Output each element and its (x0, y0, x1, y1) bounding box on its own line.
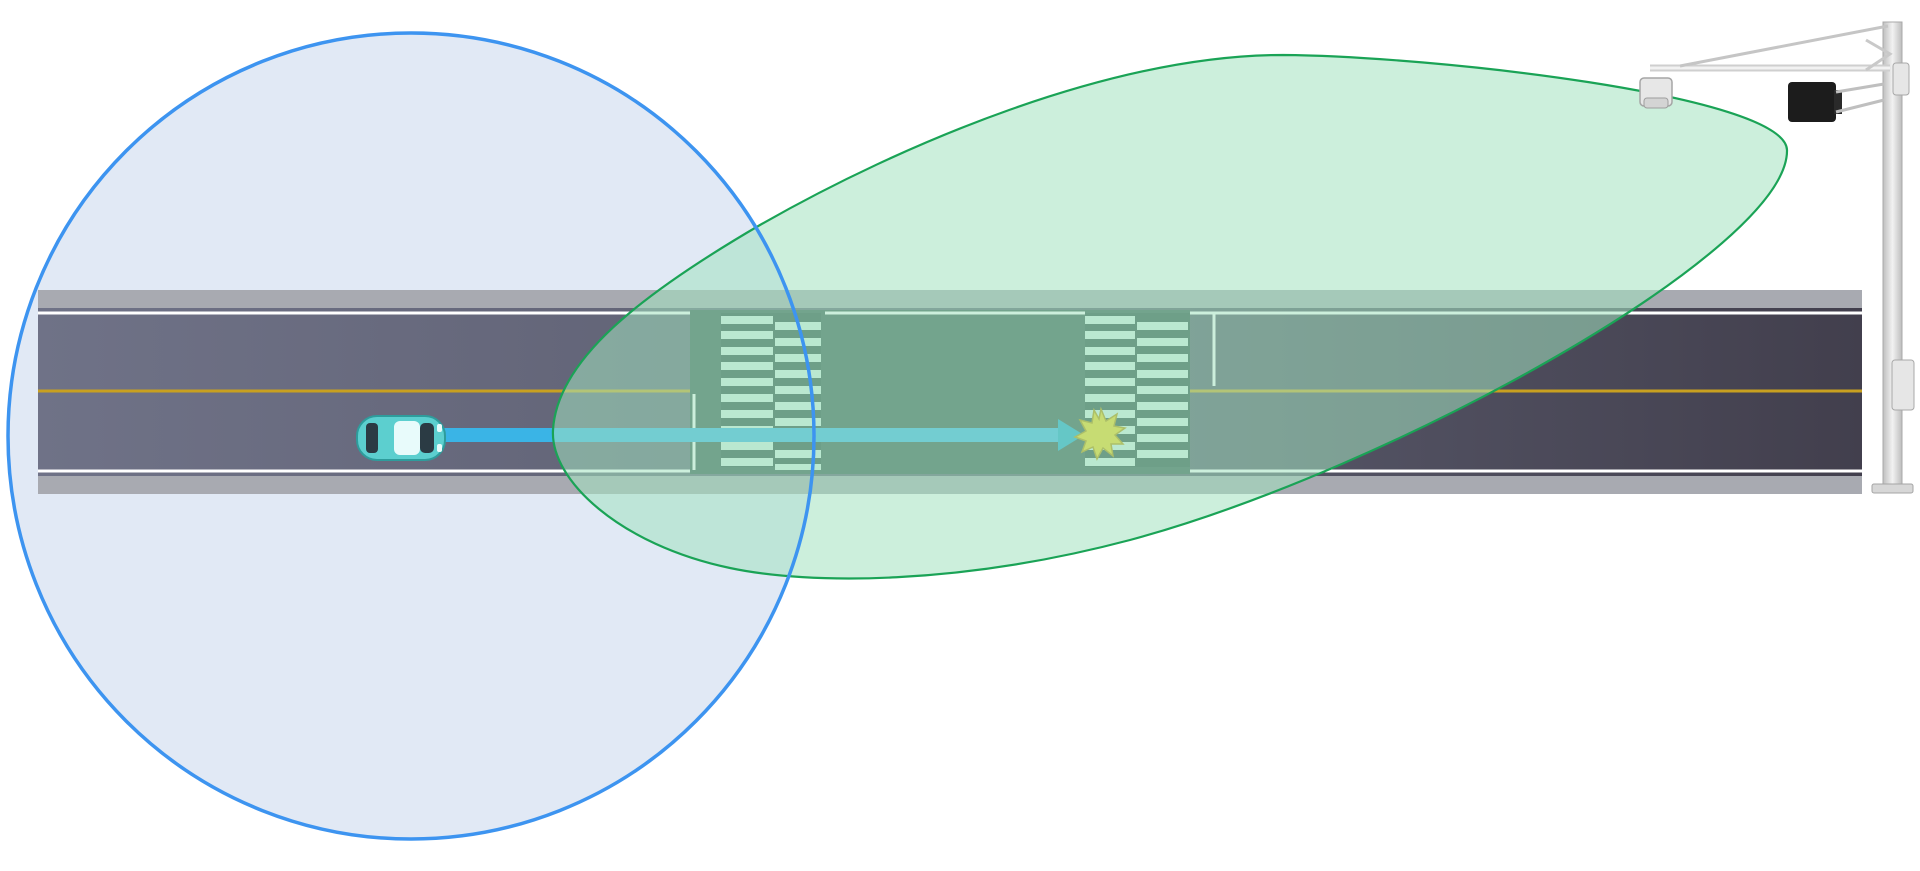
roadside-camera-icon (1639, 77, 1673, 109)
vehicle-sensor-coverage-outline (6, 31, 816, 841)
infrastructure-sensor-coverage (551, 53, 1789, 580)
car-icon (356, 415, 446, 461)
traffic-signal-pole-icon (1639, 21, 1915, 494)
signal-head (1788, 82, 1885, 122)
